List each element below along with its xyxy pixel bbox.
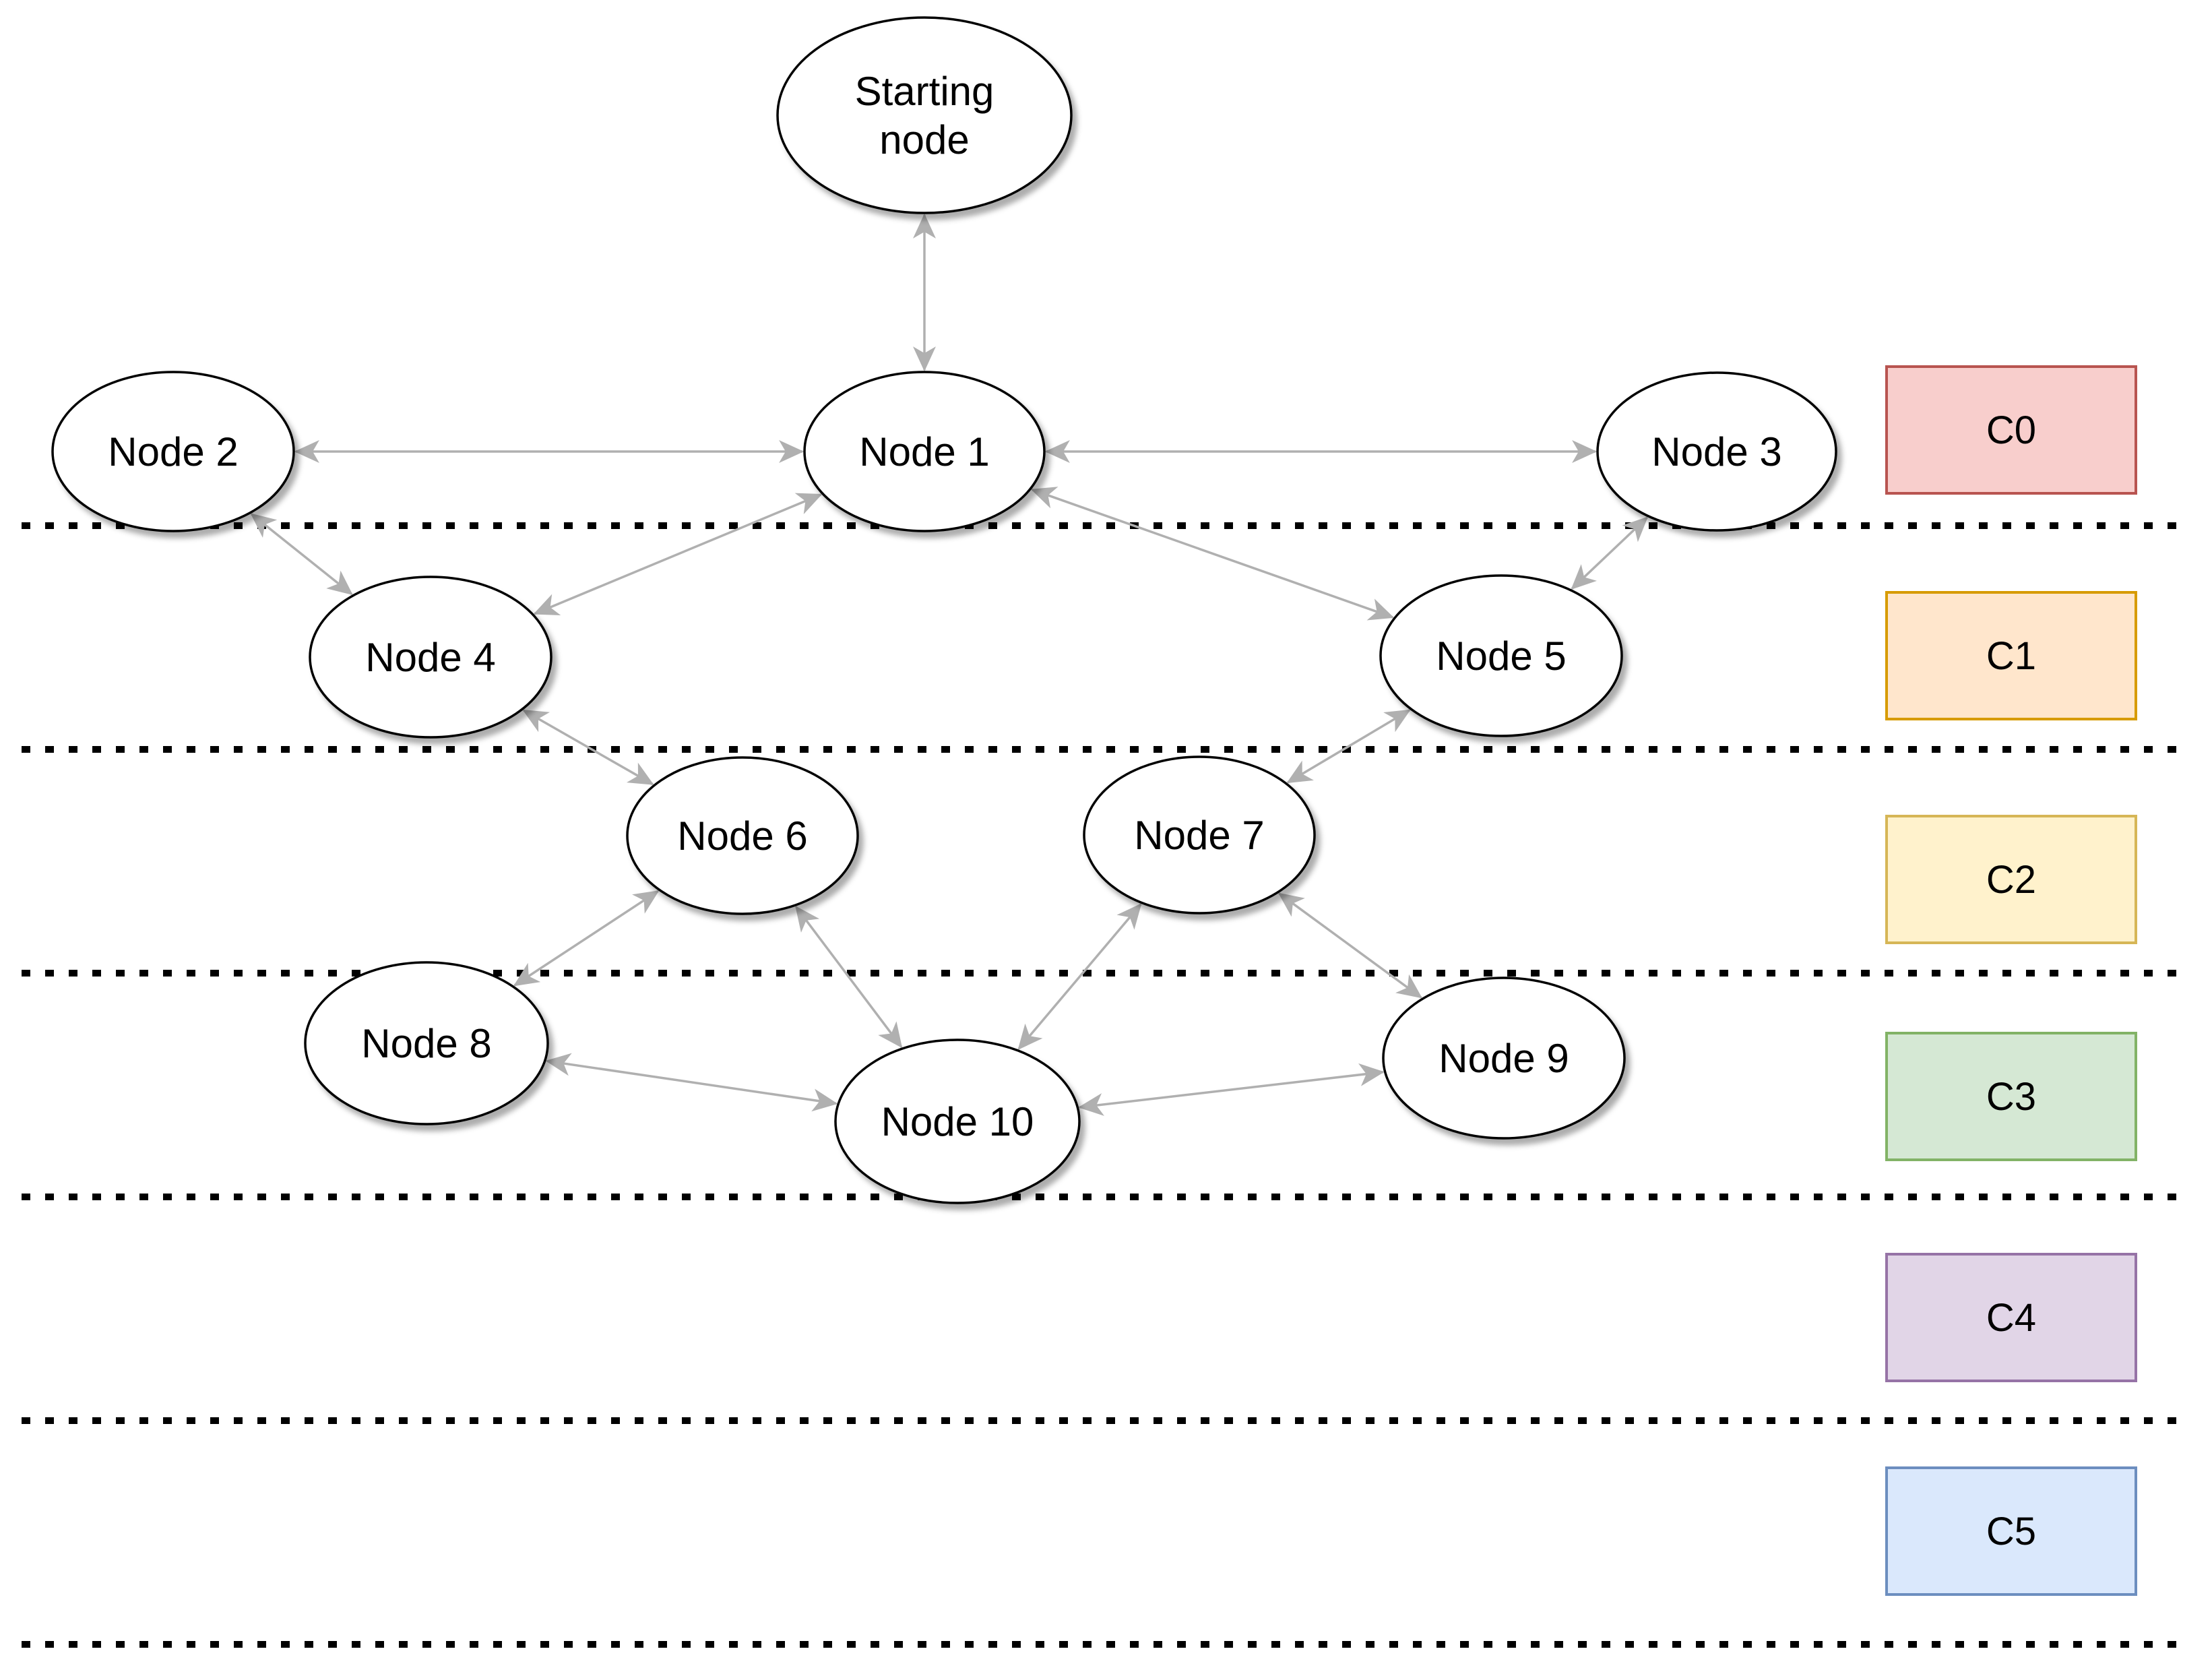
node-n4: Node 4: [309, 576, 552, 739]
legend-label-C1: C1: [1986, 634, 2036, 678]
node-shape-n1: [803, 371, 1046, 532]
node-shape-n3: [1596, 371, 1837, 532]
legend-label-C0: C0: [1986, 408, 2036, 452]
node-shape-n9: [1382, 977, 1626, 1140]
node-n9: Node 9: [1382, 977, 1626, 1140]
node-n10: Node 10: [834, 1039, 1081, 1204]
node-label-n9: Node 9: [1439, 1036, 1569, 1081]
node-n1: Node 1: [803, 371, 1046, 532]
edge-n2-n4: [250, 513, 353, 596]
node-n5: Node 5: [1379, 574, 1623, 737]
edge-n1-n4: [533, 493, 823, 615]
node-n7: Node 7: [1083, 755, 1316, 915]
node-label-n5: Node 5: [1436, 633, 1566, 679]
node-label-n2: Node 2: [108, 429, 238, 474]
node-shape-start: [776, 16, 1073, 214]
legend-item-C1: C1: [1885, 591, 2137, 720]
edge-n5-n7: [1286, 709, 1411, 784]
edge-n7-n10: [1017, 903, 1142, 1050]
edge-n9-n10: [1078, 1063, 1385, 1116]
node-label-n8: Node 8: [361, 1021, 491, 1066]
edge-n6-n8: [513, 890, 660, 987]
node-shape-n7: [1083, 755, 1316, 915]
legend-box-C1: [1885, 591, 2137, 720]
node-shape-n4: [309, 576, 552, 739]
edge-n7-n9: [1277, 892, 1423, 999]
node-label-n1: Node 1: [859, 429, 989, 474]
node-label-n7: Node 7: [1134, 813, 1264, 858]
node-shape-n8: [304, 961, 549, 1125]
legend-label-C2: C2: [1986, 858, 2036, 902]
edge-n4-n6: [522, 709, 654, 786]
legend-item-C2: C2: [1885, 815, 2137, 944]
legend-box-C5: [1885, 1466, 2137, 1596]
node-label-n6: Node 6: [677, 813, 807, 859]
legend-label-C3: C3: [1986, 1075, 2036, 1119]
legend-box-C2: [1885, 815, 2137, 944]
edge-n1-n5: [1030, 487, 1395, 621]
legend-item-C0: C0: [1885, 365, 2137, 495]
node-n2: Node 2: [51, 371, 295, 532]
legend-box-C3: [1885, 1032, 2137, 1161]
legend-item-C3: C3: [1885, 1032, 2137, 1161]
legend-box-C4: [1885, 1253, 2137, 1382]
legend-label-C4: C4: [1986, 1296, 2036, 1340]
legend-item-C4: C4: [1885, 1253, 2137, 1382]
node-shape-n6: [626, 756, 859, 915]
legend-item-C5: C5: [1885, 1466, 2137, 1596]
edge-n6-n10: [795, 905, 903, 1049]
edge-n3-n5: [1571, 516, 1649, 590]
node-label-n10: Node 10: [881, 1099, 1034, 1144]
node-shape-n5: [1379, 574, 1623, 737]
legend-label-C5: C5: [1986, 1510, 2036, 1553]
node-n3: Node 3: [1596, 371, 1837, 532]
node-n6: Node 6: [626, 756, 859, 915]
node-label-n3: Node 3: [1651, 429, 1781, 474]
legend-box-C0: [1885, 365, 2137, 495]
node-shape-n10: [834, 1039, 1081, 1204]
edge-n8-n10: [545, 1053, 838, 1112]
node-shape-n2: [51, 371, 295, 532]
node-label-n4: Node 4: [365, 635, 495, 680]
node-n8: Node 8: [304, 961, 549, 1125]
